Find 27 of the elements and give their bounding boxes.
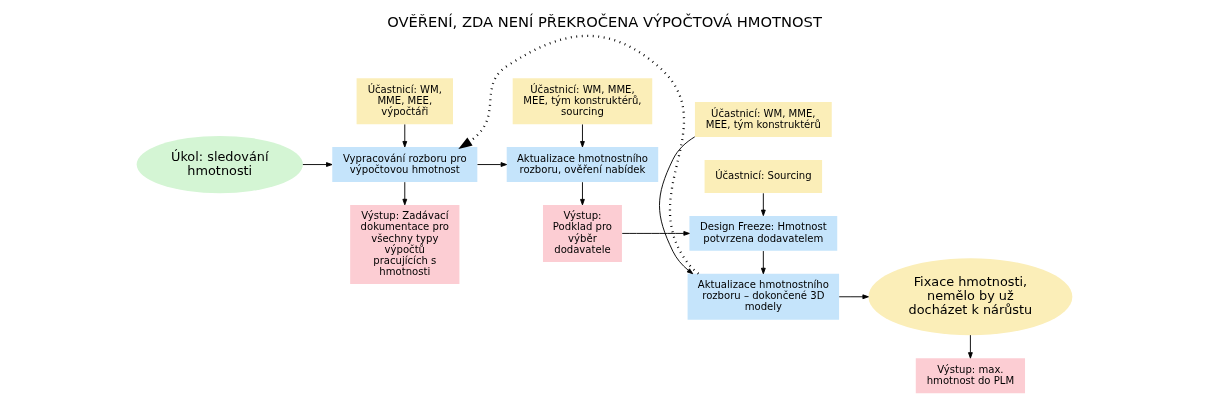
arrow [302,162,333,167]
node-box: Účastnicí: WM, MME, MEE, výpočtáři [356,78,453,125]
arrow [621,231,690,236]
arrow [402,181,408,206]
arrow [580,124,585,148]
arrow [659,136,696,275]
node-box: Výstup: Podklad pro výběr dodavatele [543,204,622,262]
arrow [477,162,508,167]
node-box: Účastnicí: Sourcing [704,159,823,193]
node-box: Účastnicí: WM, MME, MEE, tým konstruktérů [694,102,832,137]
node-box: Design Freeze: Hmotnost potvrzena dodavatelem [689,215,838,251]
arrow [402,124,408,148]
arrow [760,192,766,217]
node-box: Aktualizace hmotnostního rozboru – dokončené 3D modely [687,273,840,320]
node-box: Výstup: Zadávací dokumentace pro všechny typy výpočtů pracujících s hmotnosti [350,204,460,284]
arrow [760,250,766,275]
node-box: Výstup: max. hmotnost do PLM [915,358,1026,394]
arrow [968,334,973,359]
node-box: Aktualizace hmotnostního rozboru, ověření nabídek [506,147,659,182]
arrow [458,34,700,275]
node-box: Účastnicí: WM, MME, MEE, tým konstruktérů, sourcing [512,78,653,125]
diagram-title: OVĚŘENÍ, ZDA NENÍ PŘEKROČENA VÝPOČTOVÁ HMOTNOST [387,13,822,31]
node-ellipse: Fixace hmotnosti, nemělo by už docházet k nárůstu [868,258,1073,336]
arrow [838,294,869,300]
arrow [580,181,585,206]
node-box: Vypracování rozboru pro výpočtovou hmotnost [332,147,478,182]
node-ellipse: Úkol: sledování hmotnosti [136,135,303,194]
